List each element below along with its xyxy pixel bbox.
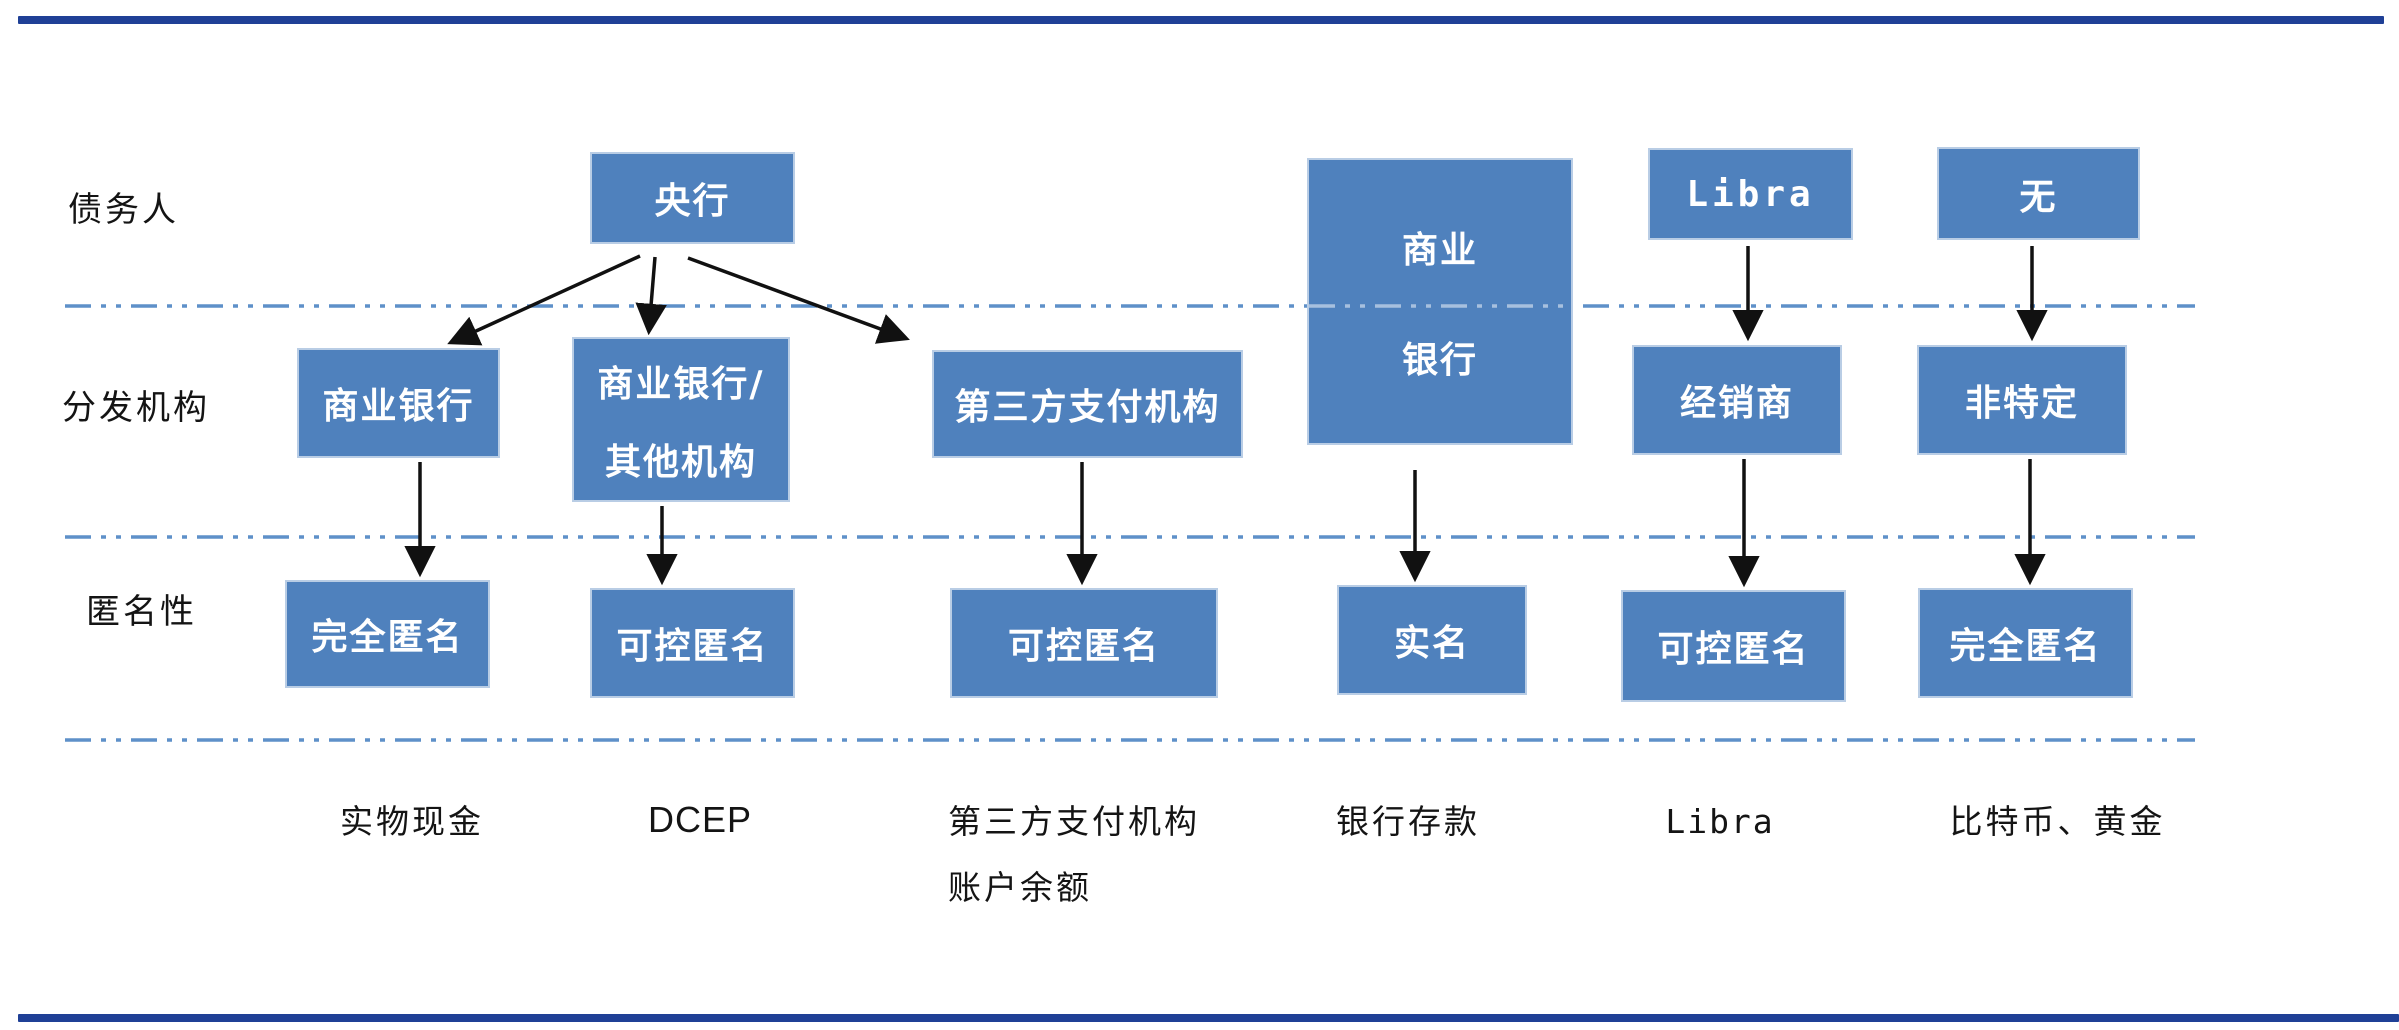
box-central-bank: 央行 bbox=[590, 152, 795, 244]
box-label: 可控匿名 bbox=[616, 626, 769, 667]
bottom-label-tpp-line1: 第三方支付机构 bbox=[948, 802, 1200, 841]
box-label-line2: 其他机构 bbox=[604, 441, 757, 483]
bottom-label-btc-gold: 比特币、黄金 bbox=[1949, 802, 2166, 841]
box-full-anonymous-btc: 完全匿名 bbox=[1918, 588, 2133, 698]
box-label: 商业银行 bbox=[322, 386, 475, 427]
box-dealer: 经销商 bbox=[1632, 345, 1842, 455]
bottom-label-tpp-line2: 账户余额 bbox=[948, 868, 1092, 907]
box-label: 完全匿名 bbox=[311, 617, 464, 658]
box-label: 第三方支付机构 bbox=[954, 387, 1221, 428]
box-label-line1: 商业 bbox=[1401, 229, 1478, 271]
box-none-issuer: 无 bbox=[1937, 147, 2140, 240]
box-controllable-anonymous-libra: 可控匿名 bbox=[1621, 590, 1846, 702]
box-label: 完全匿名 bbox=[1949, 626, 2102, 667]
box-full-anonymous-cash: 完全匿名 bbox=[285, 580, 490, 688]
box-label: 非特定 bbox=[1964, 383, 2079, 424]
box-controllable-anonymous-tpp: 可控匿名 bbox=[950, 588, 1218, 698]
bottom-label-libra: Libra bbox=[1665, 802, 1775, 841]
bottom-rule bbox=[18, 1014, 2399, 1022]
bottom-label-bank-deposit: 银行存款 bbox=[1336, 802, 1480, 841]
box-label: Libra bbox=[1686, 173, 1815, 215]
box-non-specific: 非特定 bbox=[1917, 345, 2127, 455]
arrow-central-bank-to-commercial-bank bbox=[447, 254, 641, 346]
row-label-anonymity: 匿名性 bbox=[86, 592, 197, 632]
box-commercial-bank-other: 商业银行/ 其他机构 bbox=[572, 337, 790, 502]
top-rule bbox=[18, 16, 2384, 24]
row-label-distributor: 分发机构 bbox=[62, 388, 210, 428]
bottom-label-dcep: DCEP bbox=[647, 799, 753, 840]
box-commercial-bank-tall: 商业 银行 bbox=[1307, 158, 1573, 445]
box-libra-issuer: Libra bbox=[1648, 148, 1853, 240]
box-label: 无 bbox=[2019, 176, 2058, 218]
arrow-central-bank-to-third-party bbox=[687, 256, 910, 344]
bottom-label-cash: 实物现金 bbox=[340, 802, 484, 841]
box-label: 实名 bbox=[1393, 623, 1470, 664]
box-third-party-payment: 第三方支付机构 bbox=[932, 350, 1243, 458]
box-real-name: 实名 bbox=[1337, 585, 1527, 695]
box-label-line2: 银行 bbox=[1401, 339, 1478, 381]
box-label: 可控匿名 bbox=[1007, 626, 1160, 667]
box-label: 可控匿名 bbox=[1657, 629, 1810, 670]
box-label: 经销商 bbox=[1679, 383, 1794, 424]
box-commercial-bank-dist: 商业银行 bbox=[297, 348, 500, 458]
arrow-central-bank-to-commercial-bank-other bbox=[635, 256, 667, 336]
row-label-debtor: 债务人 bbox=[68, 190, 179, 230]
box-controllable-anonymous-dcep: 可控匿名 bbox=[590, 588, 795, 698]
box-label: 央行 bbox=[654, 181, 731, 222]
box-label-line1: 商业银行/ bbox=[597, 363, 765, 405]
